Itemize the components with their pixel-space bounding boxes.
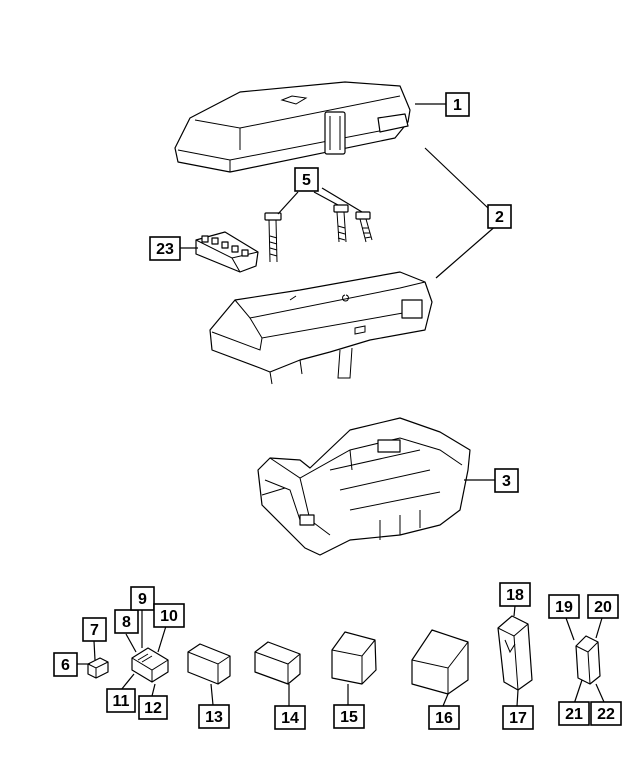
callout-19-label: 19 xyxy=(555,599,573,616)
callout-7: 7 xyxy=(82,617,107,642)
callout-8: 8 xyxy=(114,609,139,634)
cartridge-fuse-small xyxy=(575,635,601,685)
callout-17-label: 17 xyxy=(509,710,527,727)
callout-20-label: 20 xyxy=(594,599,612,616)
relay-medium xyxy=(254,641,301,685)
leader-lines xyxy=(76,103,605,707)
callout-3-label: 3 xyxy=(502,473,511,490)
callout-13-label: 13 xyxy=(205,709,223,726)
callout-19: 19 xyxy=(548,594,580,619)
callout-14: 14 xyxy=(274,705,306,730)
callout-6-label: 6 xyxy=(61,657,70,674)
callout-17: 17 xyxy=(502,705,534,730)
callout-22-label: 22 xyxy=(597,706,615,723)
callout-14-label: 14 xyxy=(281,710,299,727)
fuse-holder xyxy=(131,647,169,683)
housing-tray xyxy=(209,271,433,385)
callout-8-label: 8 xyxy=(122,614,131,631)
callout-21-label: 21 xyxy=(565,706,583,723)
callout-18-label: 18 xyxy=(506,587,524,604)
callout-11: 11 xyxy=(106,688,136,713)
callout-15: 15 xyxy=(333,704,365,729)
callout-23-label: 23 xyxy=(156,241,174,258)
callout-16: 16 xyxy=(428,705,460,730)
callout-5-label: 5 xyxy=(302,172,311,189)
callout-6: 6 xyxy=(53,652,78,677)
callout-23: 23 xyxy=(149,236,181,261)
callout-5: 5 xyxy=(294,167,319,192)
callout-1-label: 1 xyxy=(453,97,462,114)
callout-10: 10 xyxy=(153,603,185,628)
relay-small xyxy=(187,643,231,685)
relay-cube xyxy=(331,631,377,685)
callout-1: 1 xyxy=(445,92,470,117)
callout-15-label: 15 xyxy=(340,709,358,726)
fuse-box-base xyxy=(257,417,471,556)
callout-2-label: 2 xyxy=(495,209,504,226)
callout-2: 2 xyxy=(487,204,512,229)
callout-12-label: 12 xyxy=(144,700,162,717)
callout-9-label: 9 xyxy=(138,591,147,608)
callout-7-label: 7 xyxy=(90,622,99,639)
callout-12: 12 xyxy=(138,695,168,720)
mini-fuse xyxy=(87,657,109,679)
callout-20: 20 xyxy=(587,594,619,619)
callout-11-label: 11 xyxy=(113,693,130,710)
fuse-box-cover xyxy=(174,81,411,173)
cartridge-fuse-large xyxy=(497,615,533,691)
bolts xyxy=(264,204,373,263)
callout-9: 9 xyxy=(130,586,155,611)
callout-21: 21 xyxy=(558,701,590,726)
callout-16-label: 16 xyxy=(435,710,453,727)
callout-10-label: 10 xyxy=(160,608,178,625)
callout-22: 22 xyxy=(590,701,622,726)
connector-block xyxy=(195,231,259,273)
callout-18: 18 xyxy=(499,582,531,607)
callout-3: 3 xyxy=(494,468,519,493)
relay-large xyxy=(411,629,469,695)
callout-13: 13 xyxy=(198,704,230,729)
